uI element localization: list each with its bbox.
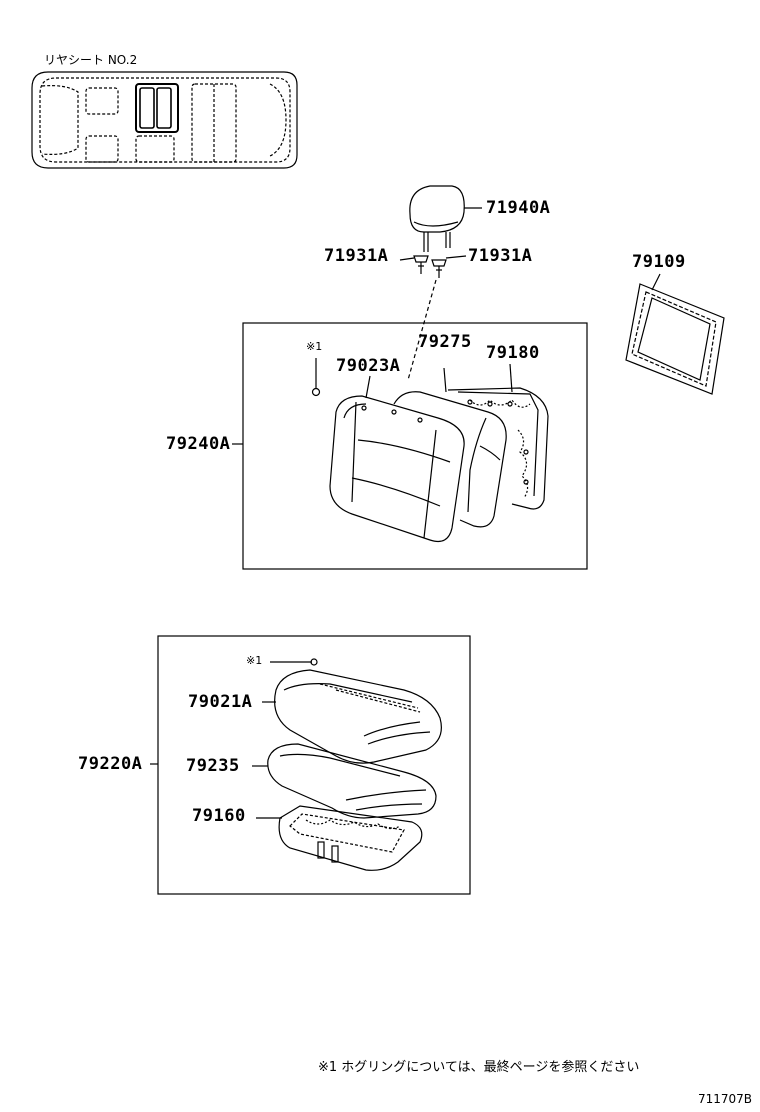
label-seatback-pad: 79275 (418, 332, 472, 352)
vehicle-locator-outline (31, 71, 298, 169)
footnote: ※1 ホグリングについては、最終ページを参照ください (318, 1060, 640, 1075)
seatback-frame-drawing (447, 387, 549, 510)
label-cushion-hogring-mark: ※1 (246, 654, 263, 667)
cushion-pad-drawing (267, 743, 437, 819)
cushion-assy-box (157, 635, 471, 895)
locator-title: リヤシート NO.2 (44, 53, 138, 67)
guide-clip-left (413, 255, 429, 274)
headrest-drawing (409, 185, 465, 252)
label-guide-clip-right: 71931A (468, 246, 533, 266)
diagram-code: 711707B (698, 1092, 753, 1106)
cushion-cover-drawing (274, 669, 442, 764)
trim-panel-drawing (625, 283, 725, 395)
label-cushion-pad: 79235 (186, 756, 240, 776)
guide-clip-right (431, 259, 447, 278)
label-guide-clip-left: 71931A (324, 246, 389, 266)
seatback-pad-drawing (393, 391, 507, 528)
label-cushion-assy: 79220A (78, 754, 143, 774)
label-trim-panel: 79109 (632, 252, 686, 272)
seatback-assy-box (242, 322, 588, 570)
label-seatback-frame: 79180 (486, 343, 540, 363)
label-back-hogring-mark: ※1 (306, 340, 323, 353)
seatback-cover-drawing (329, 395, 465, 543)
label-seatback-assy: 79240A (166, 434, 231, 454)
label-headrest: 71940A (486, 198, 551, 218)
label-cushion-cover: 79021A (188, 692, 253, 712)
label-cushion-frame: 79160 (192, 806, 246, 826)
cushion-frame-drawing (278, 805, 423, 871)
label-seatback-cover: 79023A (336, 356, 401, 376)
